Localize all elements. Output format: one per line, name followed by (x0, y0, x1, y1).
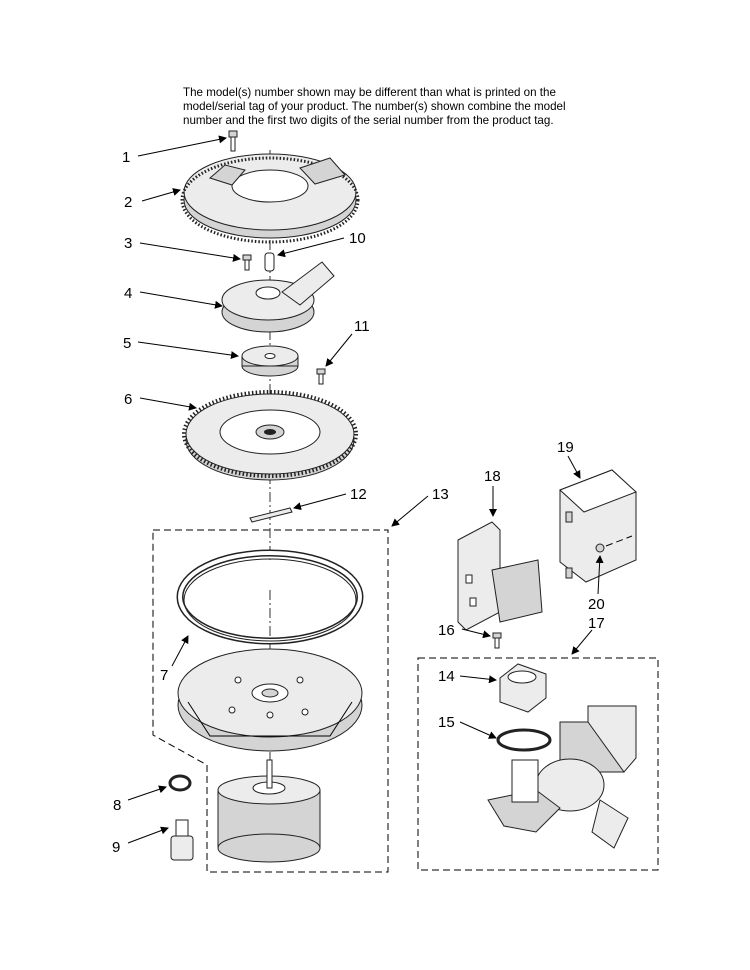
part-6-gear-plate (182, 390, 358, 481)
callout-16: 16 (438, 622, 455, 639)
model-number-note: The model(s) number shown may be differe… (183, 86, 603, 128)
callout-2: 2 (124, 194, 132, 211)
leader-11 (325, 333, 353, 367)
leader-10 (277, 237, 345, 258)
assembly-17-boundary (417, 657, 659, 871)
leader-4 (139, 291, 223, 309)
assembly-13-boundary (152, 529, 389, 873)
callout-3: 3 (124, 235, 132, 252)
callout-13: 13 (432, 486, 449, 503)
callout-11: 11 (354, 318, 370, 335)
sump-base (177, 648, 363, 752)
part-3-screw (242, 254, 252, 271)
callout-6: 6 (124, 391, 132, 408)
callout-9: 9 (112, 839, 120, 856)
callout-18: 18 (484, 468, 501, 485)
leader-14 (459, 675, 497, 684)
leader-2 (141, 188, 181, 202)
part-15-o-ring (496, 728, 552, 752)
callout-4: 4 (124, 285, 132, 302)
callout-1: 1 (122, 149, 130, 166)
leader-8 (127, 785, 167, 801)
leader-3 (139, 242, 241, 262)
leader-13 (391, 495, 429, 527)
part-20-screw (595, 543, 605, 553)
leader-1 (137, 135, 227, 157)
part-7-seal-ring (176, 549, 364, 645)
note-line-1: The model(s) number shown may be differe… (183, 86, 556, 99)
leader-17 (571, 629, 593, 655)
callout-17: 17 (588, 615, 605, 632)
leader-15 (459, 721, 497, 739)
callout-15: 15 (438, 714, 455, 731)
part-1-screw (228, 130, 238, 152)
part-8-o-ring (168, 774, 192, 792)
callout-7: 7 (160, 667, 168, 684)
part-2-gear-ring (180, 153, 360, 244)
part-5-impeller (241, 345, 299, 377)
part-11-screw (316, 368, 326, 385)
leader-19 (567, 455, 581, 479)
note-line-2: model/serial tag of your product. The nu… (183, 100, 566, 113)
drain-pump (487, 705, 637, 849)
part-12-wiper (249, 507, 293, 523)
part-4-housing (221, 261, 335, 333)
callout-10: 10 (349, 230, 366, 247)
leader-7 (171, 635, 189, 667)
part-9-valve (170, 819, 194, 861)
callout-8: 8 (113, 797, 121, 814)
callout-12: 12 (350, 486, 367, 503)
part-14-adapter (499, 663, 547, 713)
leader-12 (293, 493, 347, 511)
leader-6 (139, 397, 197, 411)
part-10-pin (264, 252, 275, 272)
callout-19: 19 (557, 439, 574, 456)
callout-14: 14 (438, 668, 455, 685)
leader-20 (595, 555, 604, 595)
leader-16 (461, 628, 491, 639)
part-19-relay-box (559, 469, 637, 583)
note-line-3: number and the first two digits of the s… (183, 114, 554, 127)
motor (217, 759, 321, 863)
leader-9 (127, 826, 169, 844)
leader-5 (137, 341, 239, 359)
callout-5: 5 (123, 335, 131, 352)
callout-20: 20 (588, 596, 605, 613)
part-18-bracket (457, 521, 543, 631)
part-16-screw (492, 632, 502, 649)
